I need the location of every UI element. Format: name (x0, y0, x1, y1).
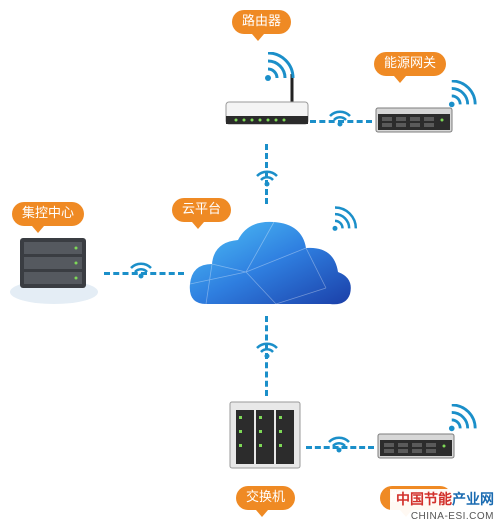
watermark (390, 489, 500, 523)
cloud-icon (189, 221, 351, 305)
wifi-icon (446, 403, 480, 438)
wifi-icon (262, 51, 298, 88)
control-center-label: 集控中心 (12, 202, 85, 233)
link-router-gateway (310, 120, 372, 123)
energy-gateway-label: 能源网关 (374, 52, 447, 83)
server-icon (10, 238, 98, 304)
wifi-icon (256, 342, 278, 364)
cloud-platform (186, 212, 356, 316)
switch-rack (228, 400, 302, 476)
wifi-icon (328, 436, 350, 458)
router-icon (225, 74, 309, 125)
wifi-icon (446, 79, 480, 114)
link-control-cloud (104, 272, 184, 275)
link-router-cloud (265, 144, 268, 204)
cloud-platform-label: 云平台 (172, 198, 232, 229)
wifi-icon (330, 206, 360, 238)
energy-gateway-server-bottom (376, 432, 456, 466)
watermark-url: CHINA-ESI.COM (410, 511, 494, 522)
wifi-icon (130, 262, 152, 284)
server-icon (377, 433, 455, 459)
server-icon (375, 107, 453, 133)
link-switch-gateway (306, 446, 374, 449)
rack-icon (229, 401, 301, 469)
energy-gateway-server (374, 106, 454, 140)
wifi-icon (256, 170, 278, 192)
control-center-server (6, 230, 102, 310)
wifi-icon (329, 110, 351, 132)
router-device (222, 70, 312, 138)
switch-label: 交换机 (236, 486, 296, 517)
router-label: 路由器 (232, 10, 292, 41)
watermark-title: 中国节能产业网 (396, 492, 494, 508)
